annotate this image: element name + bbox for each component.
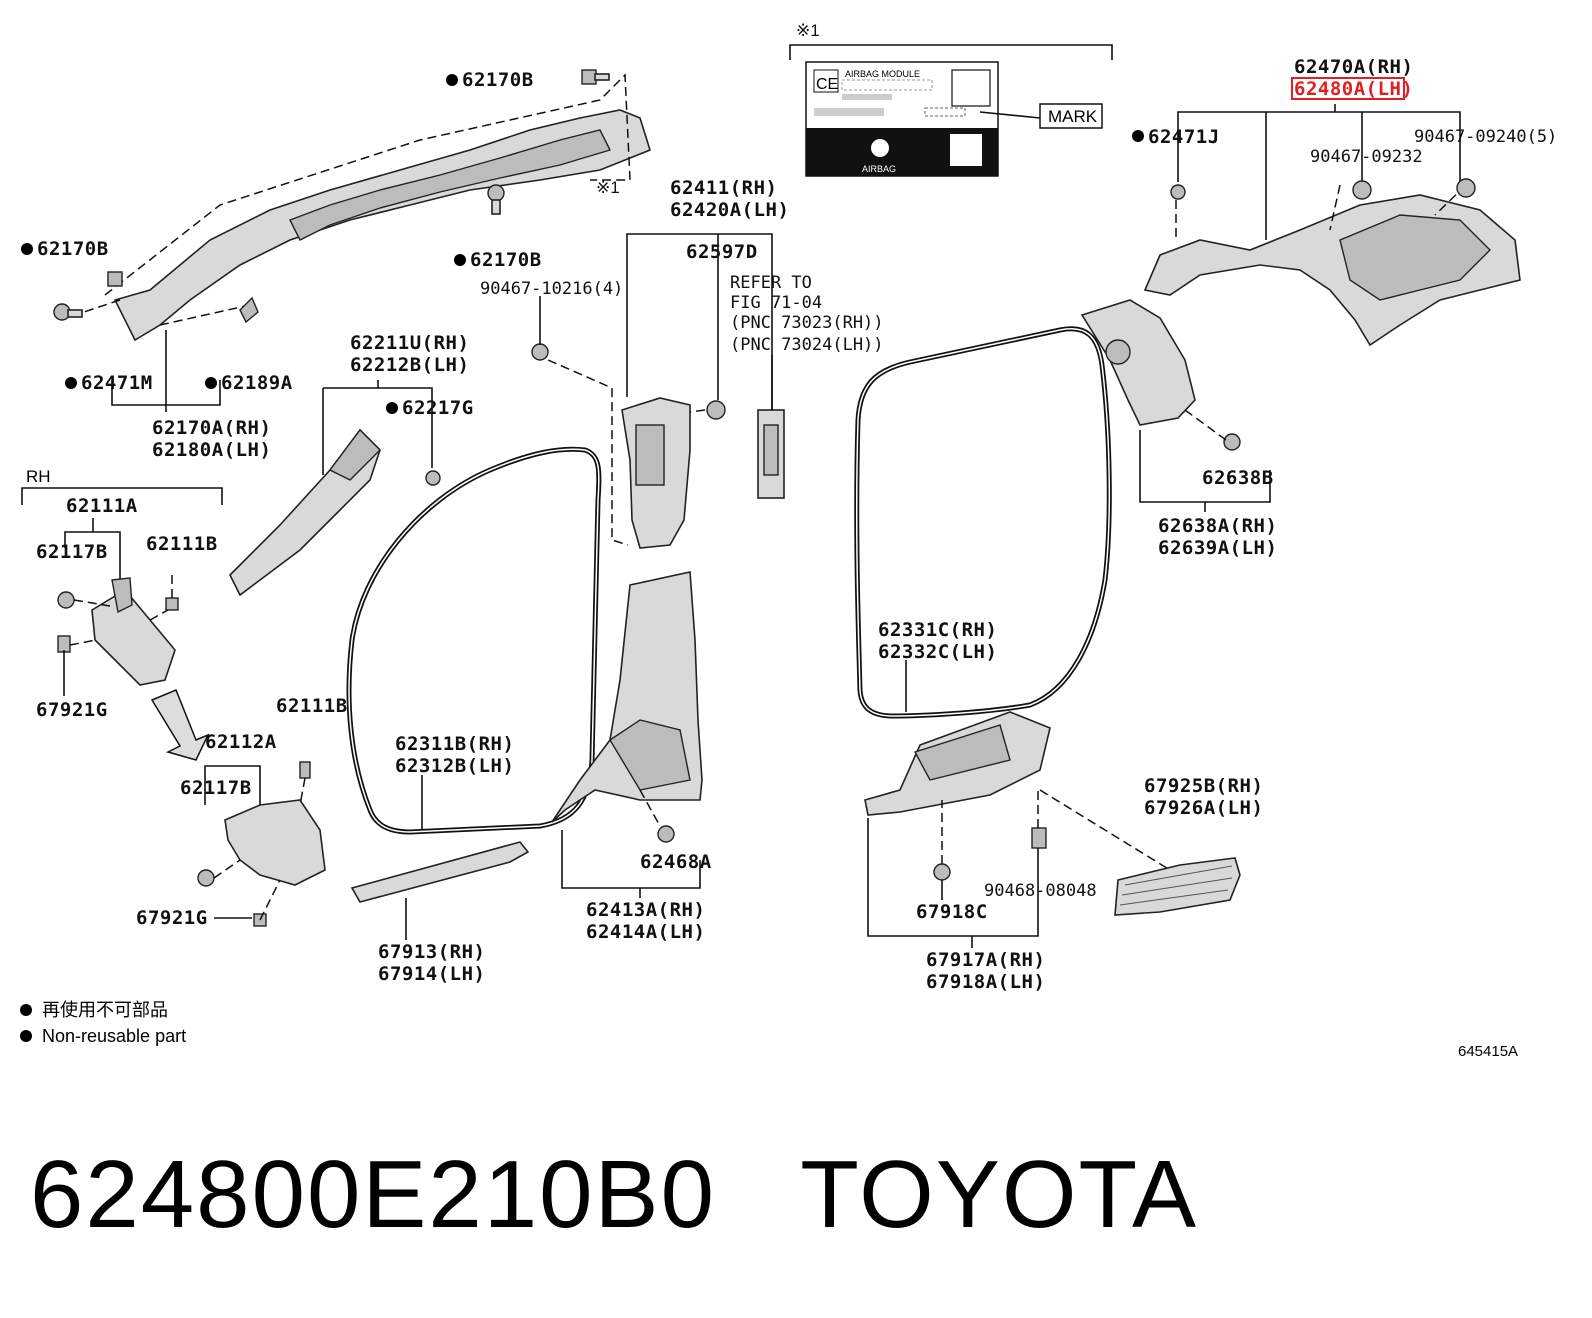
refer-line-2: FIG 71-04 xyxy=(730,293,822,313)
label-62111b-b: 62111B xyxy=(276,695,348,717)
label-62414a: 62414A(LH) xyxy=(586,921,705,943)
clip-62170b-top xyxy=(581,69,610,85)
label-67918c: 67918C xyxy=(916,901,988,923)
quarter-pillar-garnish xyxy=(1080,299,1271,512)
legend-bullet xyxy=(20,1030,32,1042)
label-62111a: 62111A xyxy=(66,495,138,517)
label-62470a: 62470A(RH) xyxy=(1294,56,1413,78)
label-67913: 67913(RH) xyxy=(378,941,485,963)
bullet-dot xyxy=(21,243,33,255)
airbag-module-text: AIRBAG MODULE xyxy=(845,69,920,79)
label-62311b: 62311B(RH) xyxy=(395,733,514,755)
label-62638b: 62638B xyxy=(1202,467,1274,489)
label-62413a: 62413A(RH) xyxy=(586,899,705,921)
seat-belt-anchor-cover xyxy=(757,355,785,499)
bullet-dot xyxy=(205,377,217,389)
brand-name: TOYOTA xyxy=(800,1141,1199,1248)
label-62332c: 62332C(LH) xyxy=(878,641,997,663)
rear-door-weatherstrip xyxy=(854,326,1112,719)
note-1-label: ※1 xyxy=(796,21,820,40)
note-1b-label: ※1 xyxy=(596,178,620,197)
bullet-dot xyxy=(386,402,398,414)
label-62597d: 62597D xyxy=(686,241,758,263)
center-pillar-lower xyxy=(551,571,703,898)
label-62639a: 62639A(LH) xyxy=(1158,537,1277,559)
label-67926a: 67926A(LH) xyxy=(1144,797,1263,819)
mark-label: MARK xyxy=(1048,107,1098,126)
bullet-dot xyxy=(1132,130,1144,142)
label-62331c: 62331C(RH) xyxy=(878,619,997,641)
part-labels: 62170B 62170B 62170B 62471M 62189A 62170… xyxy=(21,56,1557,993)
label-62312b: 62312B(LH) xyxy=(395,755,514,777)
label-90468-08048: 90468-08048 xyxy=(984,881,1097,901)
label-62170b-top: 62170B xyxy=(462,69,534,91)
label-62180a: 62180A(LH) xyxy=(152,439,271,461)
refer-line-4: (PNC 73024(LH)) xyxy=(730,335,884,355)
label-62111b-a: 62111B xyxy=(146,533,218,555)
label-62112a: 62112A xyxy=(205,731,277,753)
label-62638a: 62638A(RH) xyxy=(1158,515,1277,537)
bullet-dot xyxy=(446,74,458,86)
bullet-dot xyxy=(65,377,77,389)
label-62170a: 62170A(RH) xyxy=(152,417,271,439)
airbag-label-callout xyxy=(789,44,1113,177)
label-62468a: 62468A xyxy=(640,851,712,873)
rh-inset xyxy=(21,487,223,761)
front-scuff-plate xyxy=(350,841,530,940)
roof-side-garnish xyxy=(1143,104,1521,347)
label-67914: 67914(LH) xyxy=(378,963,485,985)
label-90467-09232: 90467-09232 xyxy=(1310,147,1423,167)
label-62211u: 62211U(RH) xyxy=(350,332,469,354)
label-62117b-b: 62117B xyxy=(180,777,252,799)
front-pillar-garnish xyxy=(59,73,651,342)
bullet-dot xyxy=(454,254,466,266)
clip-62170b-mid xyxy=(487,184,505,215)
side-garnish-67925b xyxy=(1114,857,1241,916)
legend: 再使用不可部品 Non-reusable part xyxy=(20,1000,186,1046)
label-67925b: 67925B(RH) xyxy=(1144,775,1263,797)
front-door-weatherstrip xyxy=(346,446,602,835)
label-62117b-a: 62117B xyxy=(36,541,108,563)
ce-mark: CE xyxy=(816,76,838,93)
clip-62189a xyxy=(239,296,259,324)
label-62170b-mid: 62170B xyxy=(470,249,542,271)
label-62170b-left: 62170B xyxy=(37,238,109,260)
label-62217g: 62217G xyxy=(402,397,474,419)
clip-62471m xyxy=(107,271,123,287)
cowl-side-trim-lower xyxy=(197,761,326,927)
label-67921g-a: 67921G xyxy=(36,699,108,721)
rear-scuff-plate xyxy=(864,711,1171,948)
refer-line-1: REFER TO xyxy=(730,273,812,293)
label-90467-10216: 90467-10216(4) xyxy=(480,279,623,299)
legend-english: Non-reusable part xyxy=(42,1026,186,1046)
label-67918a: 67918A(LH) xyxy=(926,971,1045,993)
part-number-title: 624800E210B0 TOYOTA xyxy=(30,1140,1198,1250)
legend-japanese: 再使用不可部品 xyxy=(42,1000,168,1020)
label-62212b: 62212B(LH) xyxy=(350,354,469,376)
label-90467-09240: 90467-09240(5) xyxy=(1414,127,1557,147)
label-62189a: 62189A xyxy=(221,372,293,394)
figure-number: 645415A xyxy=(1458,1043,1518,1060)
label-62411: 62411(RH) xyxy=(670,177,777,199)
label-62420a: 62420A(LH) xyxy=(670,199,789,221)
clip-62170b-left xyxy=(53,303,83,321)
label-62471m: 62471M xyxy=(81,372,153,394)
center-pillar-upper xyxy=(531,233,773,549)
part-number: 624800E210B0 xyxy=(30,1141,716,1248)
label-62480a-highlighted: 62480A(LH) xyxy=(1294,78,1413,100)
legend-bullet xyxy=(20,1004,32,1016)
label-67917a: 67917A(RH) xyxy=(926,949,1045,971)
cowl-side-garnish xyxy=(229,380,441,597)
refer-line-3: (PNC 73023(RH)) xyxy=(730,313,884,333)
highlight-box xyxy=(1291,77,1405,100)
label-67921g-b: 67921G xyxy=(136,907,208,929)
rh-label: RH xyxy=(26,467,51,486)
airbag-text: AIRBAG xyxy=(862,164,896,174)
label-62471j: 62471J xyxy=(1148,126,1220,148)
